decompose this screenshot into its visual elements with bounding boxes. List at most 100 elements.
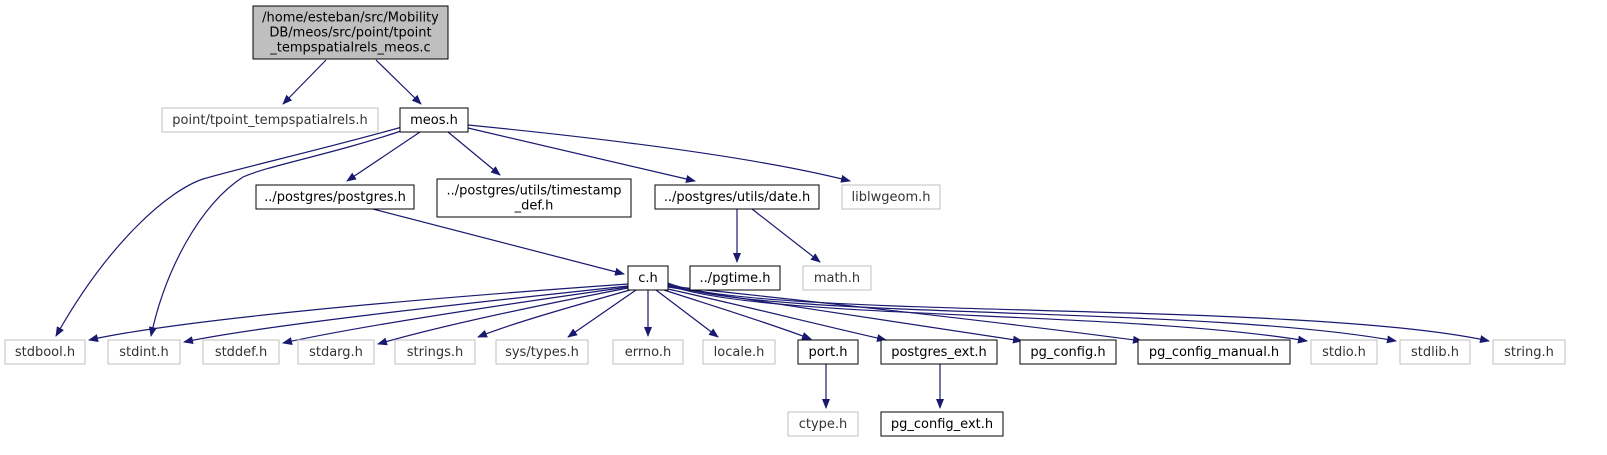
node-meos-h[interactable]: meos.h [399,107,469,133]
edge-meos-h-to-timestamp-def-h [447,131,501,176]
node-label: locale.h [714,345,765,360]
node-pg-config-manual-h[interactable]: pg_config_manual.h [1137,339,1291,365]
node-label: stddef.h [215,345,267,360]
node-label: c.h [638,271,658,286]
edge-c-h-to-stddef-h [282,286,629,345]
node-label: _tempspatialrels_meos.c [269,41,430,56]
node-stdarg-h: stdarg.h [297,339,375,365]
edge-root-to-meos-h [375,59,422,105]
edge-c-h-to-locale-h [655,289,719,338]
node-string-h: string.h [1492,339,1566,365]
node-box [654,184,820,210]
node-box [1310,339,1378,365]
node-stdint-h: stdint.h [107,339,181,365]
node-box [689,265,781,291]
edge-meos-h-to-postgres-h [346,131,421,182]
edge-c-h-to-sys-types-h [567,289,637,338]
node-label: pg_config_manual.h [1149,345,1279,360]
nodes: /home/esteban/src/MobilityDB/meos/src/po… [4,5,1566,437]
node-box [107,339,181,365]
node-label: stdint.h [119,345,168,360]
node-box [394,339,476,365]
edge-meos-h-to-stdbool-h [55,126,403,337]
edge-meos-h-to-stdint-h [148,129,405,337]
edge-c-h-to-stdlib-h [667,283,1397,344]
node-ctype-h: ctype.h [787,411,859,437]
node-box [495,339,589,365]
node-label: stdlib.h [1411,345,1459,360]
node-math-h: math.h [802,265,872,291]
node-box [880,339,998,365]
node-box [202,339,280,365]
node-box [399,107,469,133]
node-label: _def.h [514,199,554,214]
edge-c-h-to-stdint-h [183,285,629,345]
node-label: /home/esteban/src/Mobility [262,11,439,26]
node-box [252,5,449,60]
node-box [1019,339,1117,365]
node-label: point/tpoint_tempspatialrels.h [172,113,367,128]
edges [55,59,1490,409]
edge-root-to-tpoint-tempspatialrels-h [282,59,327,105]
edge-date-h-to-math-h [751,208,821,263]
node-box [797,339,859,365]
edge-postgres-h-to-c-h [372,208,625,276]
node-sys-types-h: sys/types.h [495,339,589,365]
edge-c-h-to-strings-h [477,289,631,338]
node-box [787,411,859,437]
node-timestamp-def-h[interactable]: ../postgres/utils/timestamp_def.h [436,178,632,218]
node-root: /home/esteban/src/MobilityDB/meos/src/po… [252,5,449,60]
edge-c-h-to-stdarg-h [377,287,629,346]
node-errno-h: errno.h [612,339,684,365]
node-box [612,339,684,365]
node-box [702,339,776,365]
node-date-h[interactable]: ../postgres/utils/date.h [654,184,820,210]
node-label: ../postgres/utils/timestamp [446,184,621,199]
node-box [880,411,1004,437]
node-box [161,107,379,133]
edge-meos-h-to-liblwgeom-h [467,124,851,183]
node-pgtime-h[interactable]: ../pgtime.h [689,265,781,291]
edge-meos-h-to-date-h [467,127,696,183]
node-label: ../pgtime.h [700,271,771,286]
node-label: strings.h [407,345,463,360]
node-stdlib-h: stdlib.h [1399,339,1471,365]
node-box [255,184,415,210]
node-label: math.h [814,271,860,286]
node-label: port.h [808,345,847,360]
edge-c-h-to-stdbool-h [88,283,629,342]
node-label: string.h [1504,345,1554,360]
node-box [627,265,669,291]
node-stdbool-h: stdbool.h [4,339,86,365]
node-label: ctype.h [799,417,848,432]
node-c-h[interactable]: c.h [627,265,669,291]
node-locale-h: locale.h [702,339,776,365]
node-box [297,339,375,365]
node-label: DB/meos/src/point/tpoint [269,26,431,41]
node-label: meos.h [410,113,458,128]
node-box [4,339,86,365]
node-label: stdbool.h [15,345,75,360]
node-pg-config-h[interactable]: pg_config.h [1019,339,1117,365]
node-label: postgres_ext.h [891,345,987,360]
node-postgres-ext-h[interactable]: postgres_ext.h [880,339,998,365]
node-box [1137,339,1291,365]
node-stdio-h: stdio.h [1310,339,1378,365]
node-label: pg_config.h [1030,345,1105,360]
node-port-h[interactable]: port.h [797,339,859,365]
node-box [1399,339,1471,365]
node-label: sys/types.h [505,345,579,360]
node-label: ../postgres/postgres.h [264,190,406,205]
node-box [802,265,872,291]
node-tpoint-tempspatialrels-h: point/tpoint_tempspatialrels.h [161,107,379,133]
node-pg-config-ext-h[interactable]: pg_config_ext.h [880,411,1004,437]
node-label: stdarg.h [309,345,363,360]
node-box [1492,339,1566,365]
edge-c-h-to-port-h [663,289,812,340]
edge-c-h-to-string-h [667,282,1490,344]
node-label: ../postgres/utils/date.h [664,190,811,205]
edge-c-h-to-pg-config-h [667,286,1023,344]
node-stddef-h: stddef.h [202,339,280,365]
node-postgres-h[interactable]: ../postgres/postgres.h [255,184,415,210]
